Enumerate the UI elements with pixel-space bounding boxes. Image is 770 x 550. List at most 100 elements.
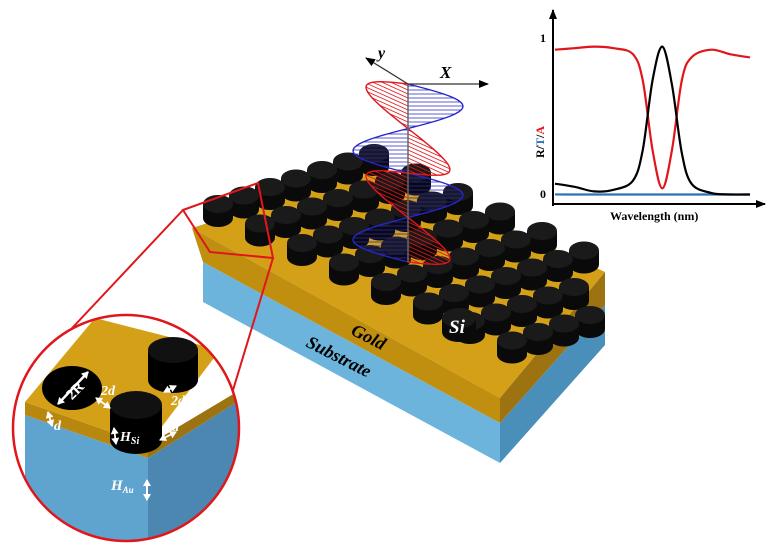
si-pillar	[397, 264, 427, 297]
chart-x-label: Wavelength (nm)	[610, 209, 698, 223]
h-si-label: HSi	[119, 430, 139, 447]
h-au-label: HAu	[110, 478, 134, 495]
si-pillar	[287, 234, 317, 266]
si-pillar	[543, 250, 573, 282]
si-pillar	[349, 180, 379, 213]
zoom-ring	[11, 313, 241, 543]
si-pillar	[333, 152, 363, 185]
wave-h-line	[407, 137, 435, 151]
wave-h-line	[407, 233, 447, 252]
si-pillar	[339, 217, 369, 249]
wave-h-line	[407, 229, 441, 245]
y-tick-1: 1	[540, 31, 546, 45]
si-pillar	[507, 295, 537, 327]
si-pillar	[355, 245, 385, 277]
si-pillar	[271, 206, 301, 238]
si-pillar	[313, 225, 343, 258]
wave-h-line	[407, 257, 420, 264]
wave-h-line	[380, 81, 409, 95]
wave-h-line	[407, 225, 432, 238]
chart-curves	[554, 45, 751, 196]
si-pillar	[559, 278, 589, 310]
si-pillar	[523, 323, 553, 355]
wave-h-line	[407, 165, 429, 176]
si-pillar	[381, 236, 411, 269]
si-pillar	[459, 211, 489, 243]
wave-h-line	[390, 81, 409, 91]
si-pillar	[517, 258, 547, 291]
wave-h-line	[407, 245, 447, 264]
wave-h-line	[379, 104, 409, 119]
si-pillar	[307, 161, 337, 193]
si-pillar	[491, 267, 521, 299]
si-pillar	[465, 275, 495, 308]
y-axis-label: y	[376, 45, 386, 62]
wave-h-line	[407, 161, 438, 176]
curve-a	[554, 45, 751, 196]
si-pillar	[569, 241, 599, 274]
wave-h-line	[367, 83, 409, 103]
x-axis-label: X	[439, 63, 452, 82]
zoom-inset: 2R 2d 2d d d HSi HAu	[11, 313, 241, 543]
si-pillar	[475, 239, 505, 271]
si-label: Si	[449, 317, 466, 338]
si-pillar	[417, 191, 447, 224]
gap-label-2: 2d	[170, 394, 186, 409]
si-pillar	[433, 219, 463, 252]
wave-h-line	[407, 157, 445, 175]
wave-h-line	[386, 200, 409, 211]
wave-h-line	[368, 172, 409, 191]
wave-h-line	[372, 81, 409, 99]
wave-h-line	[407, 149, 451, 170]
edge-label-1: d	[54, 419, 62, 434]
wave-h-line	[374, 170, 409, 187]
si-pillar	[329, 253, 359, 286]
wave-h-line	[366, 179, 409, 199]
wave-h-line	[407, 133, 425, 142]
si-pillar	[497, 331, 527, 364]
curve-r	[554, 45, 751, 190]
si-pillar	[443, 183, 473, 215]
zoom-pillar-back	[148, 337, 198, 393]
wave-h-line	[393, 171, 409, 179]
spectrum-chart: 1 0 R/T/A Wavelength (nm)	[533, 9, 766, 223]
wave-h-line	[407, 253, 431, 265]
si-pillar	[527, 222, 557, 254]
si-pillar	[501, 230, 531, 263]
si-pillar	[575, 306, 605, 338]
y-axis-arrow	[365, 57, 409, 85]
wave-h-line	[407, 153, 450, 173]
si-pillar-highlight	[442, 308, 476, 342]
si-pillar	[481, 303, 511, 336]
gold-front	[192, 228, 500, 423]
si-pillar	[449, 247, 479, 280]
si-pillar	[533, 286, 563, 319]
y-tick-0: 0	[540, 187, 546, 201]
diameter-arrow	[57, 371, 89, 405]
gap-label-1: 2d	[100, 384, 116, 399]
si-pillar	[203, 195, 233, 227]
edge-label-2: d	[172, 420, 180, 435]
si-pillar	[323, 189, 353, 221]
si-pillar	[401, 163, 431, 196]
wave-h-line	[377, 191, 409, 207]
substrate-right	[500, 305, 605, 463]
si-pillar	[549, 314, 579, 347]
substrate-front	[203, 262, 500, 463]
si-pillar	[423, 256, 453, 288]
wave-h-line	[365, 174, 409, 195]
si-pillar	[413, 292, 443, 325]
wave-h-line	[382, 170, 409, 183]
wave-h-line	[407, 237, 450, 258]
wave-h-line	[371, 97, 409, 115]
wave-h-line	[367, 91, 409, 111]
wave-h-line	[365, 86, 409, 107]
si-pillar	[485, 202, 515, 235]
si-pillar	[371, 273, 401, 305]
si-pillar	[281, 169, 311, 202]
wave-h-line	[407, 141, 443, 158]
wave-h-line	[407, 145, 448, 165]
wave-h-line	[370, 184, 409, 203]
